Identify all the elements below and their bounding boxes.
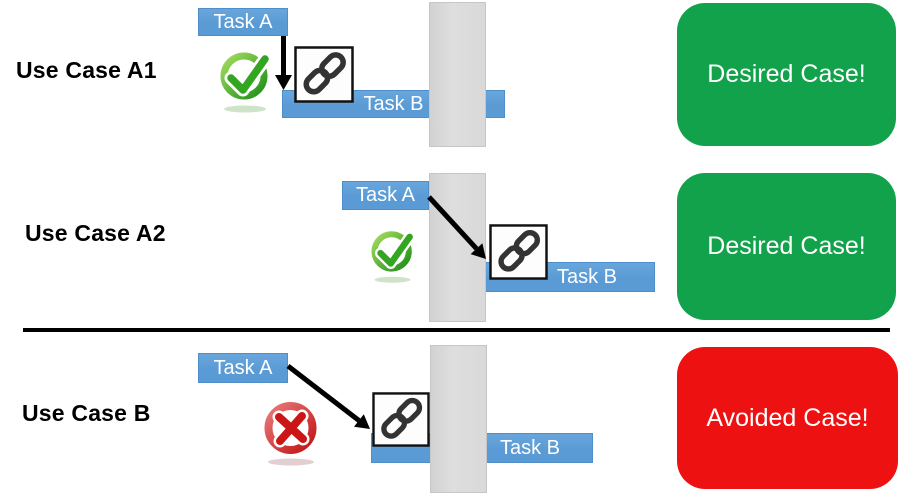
dependency-arrow-a1 xyxy=(275,36,292,90)
task-b-bar-b-text: Task B xyxy=(499,436,561,459)
task-b-bar-a2-text: Task B xyxy=(556,265,618,288)
use-case-a1-label: Use Case A1 xyxy=(16,57,157,83)
result-box-b: Avoided Case! xyxy=(677,347,898,489)
result-box-a2: Desired Case! xyxy=(677,173,896,320)
link-icon-a2 xyxy=(489,224,548,280)
milestone-bar-row1 xyxy=(429,2,486,147)
task-a-bar-a1: Task A xyxy=(198,8,288,36)
cross-mark-icon xyxy=(257,396,326,466)
result-box-a2-text: Desired Case! xyxy=(707,232,866,260)
task-a-bar-a2-text: Task A xyxy=(356,184,415,206)
task-a-bar-a2: Task A xyxy=(342,181,429,210)
task-b-bar-a1-text: Task B xyxy=(363,92,424,115)
milestone-bar-row2 xyxy=(429,173,486,322)
check-mark-icon xyxy=(362,224,423,284)
task-a-bar-a1-text: Task A xyxy=(213,10,273,33)
task-a-bar-b: Task A xyxy=(198,353,288,383)
section-divider xyxy=(23,328,890,332)
task-a-bar-b-text: Task A xyxy=(213,356,273,379)
check-mark-icon xyxy=(213,44,277,114)
link-icon-a1 xyxy=(294,46,354,103)
use-case-b-label: Use Case B xyxy=(22,400,151,426)
milestone-bar-row3 xyxy=(430,345,487,493)
link-icon-b xyxy=(372,392,430,447)
result-box-a1-text: Desired Case! xyxy=(707,60,866,88)
use-case-a2-label: Use Case A2 xyxy=(25,220,166,246)
result-box-b-text: Avoided Case! xyxy=(706,403,869,432)
result-box-a1: Desired Case! xyxy=(677,3,896,146)
